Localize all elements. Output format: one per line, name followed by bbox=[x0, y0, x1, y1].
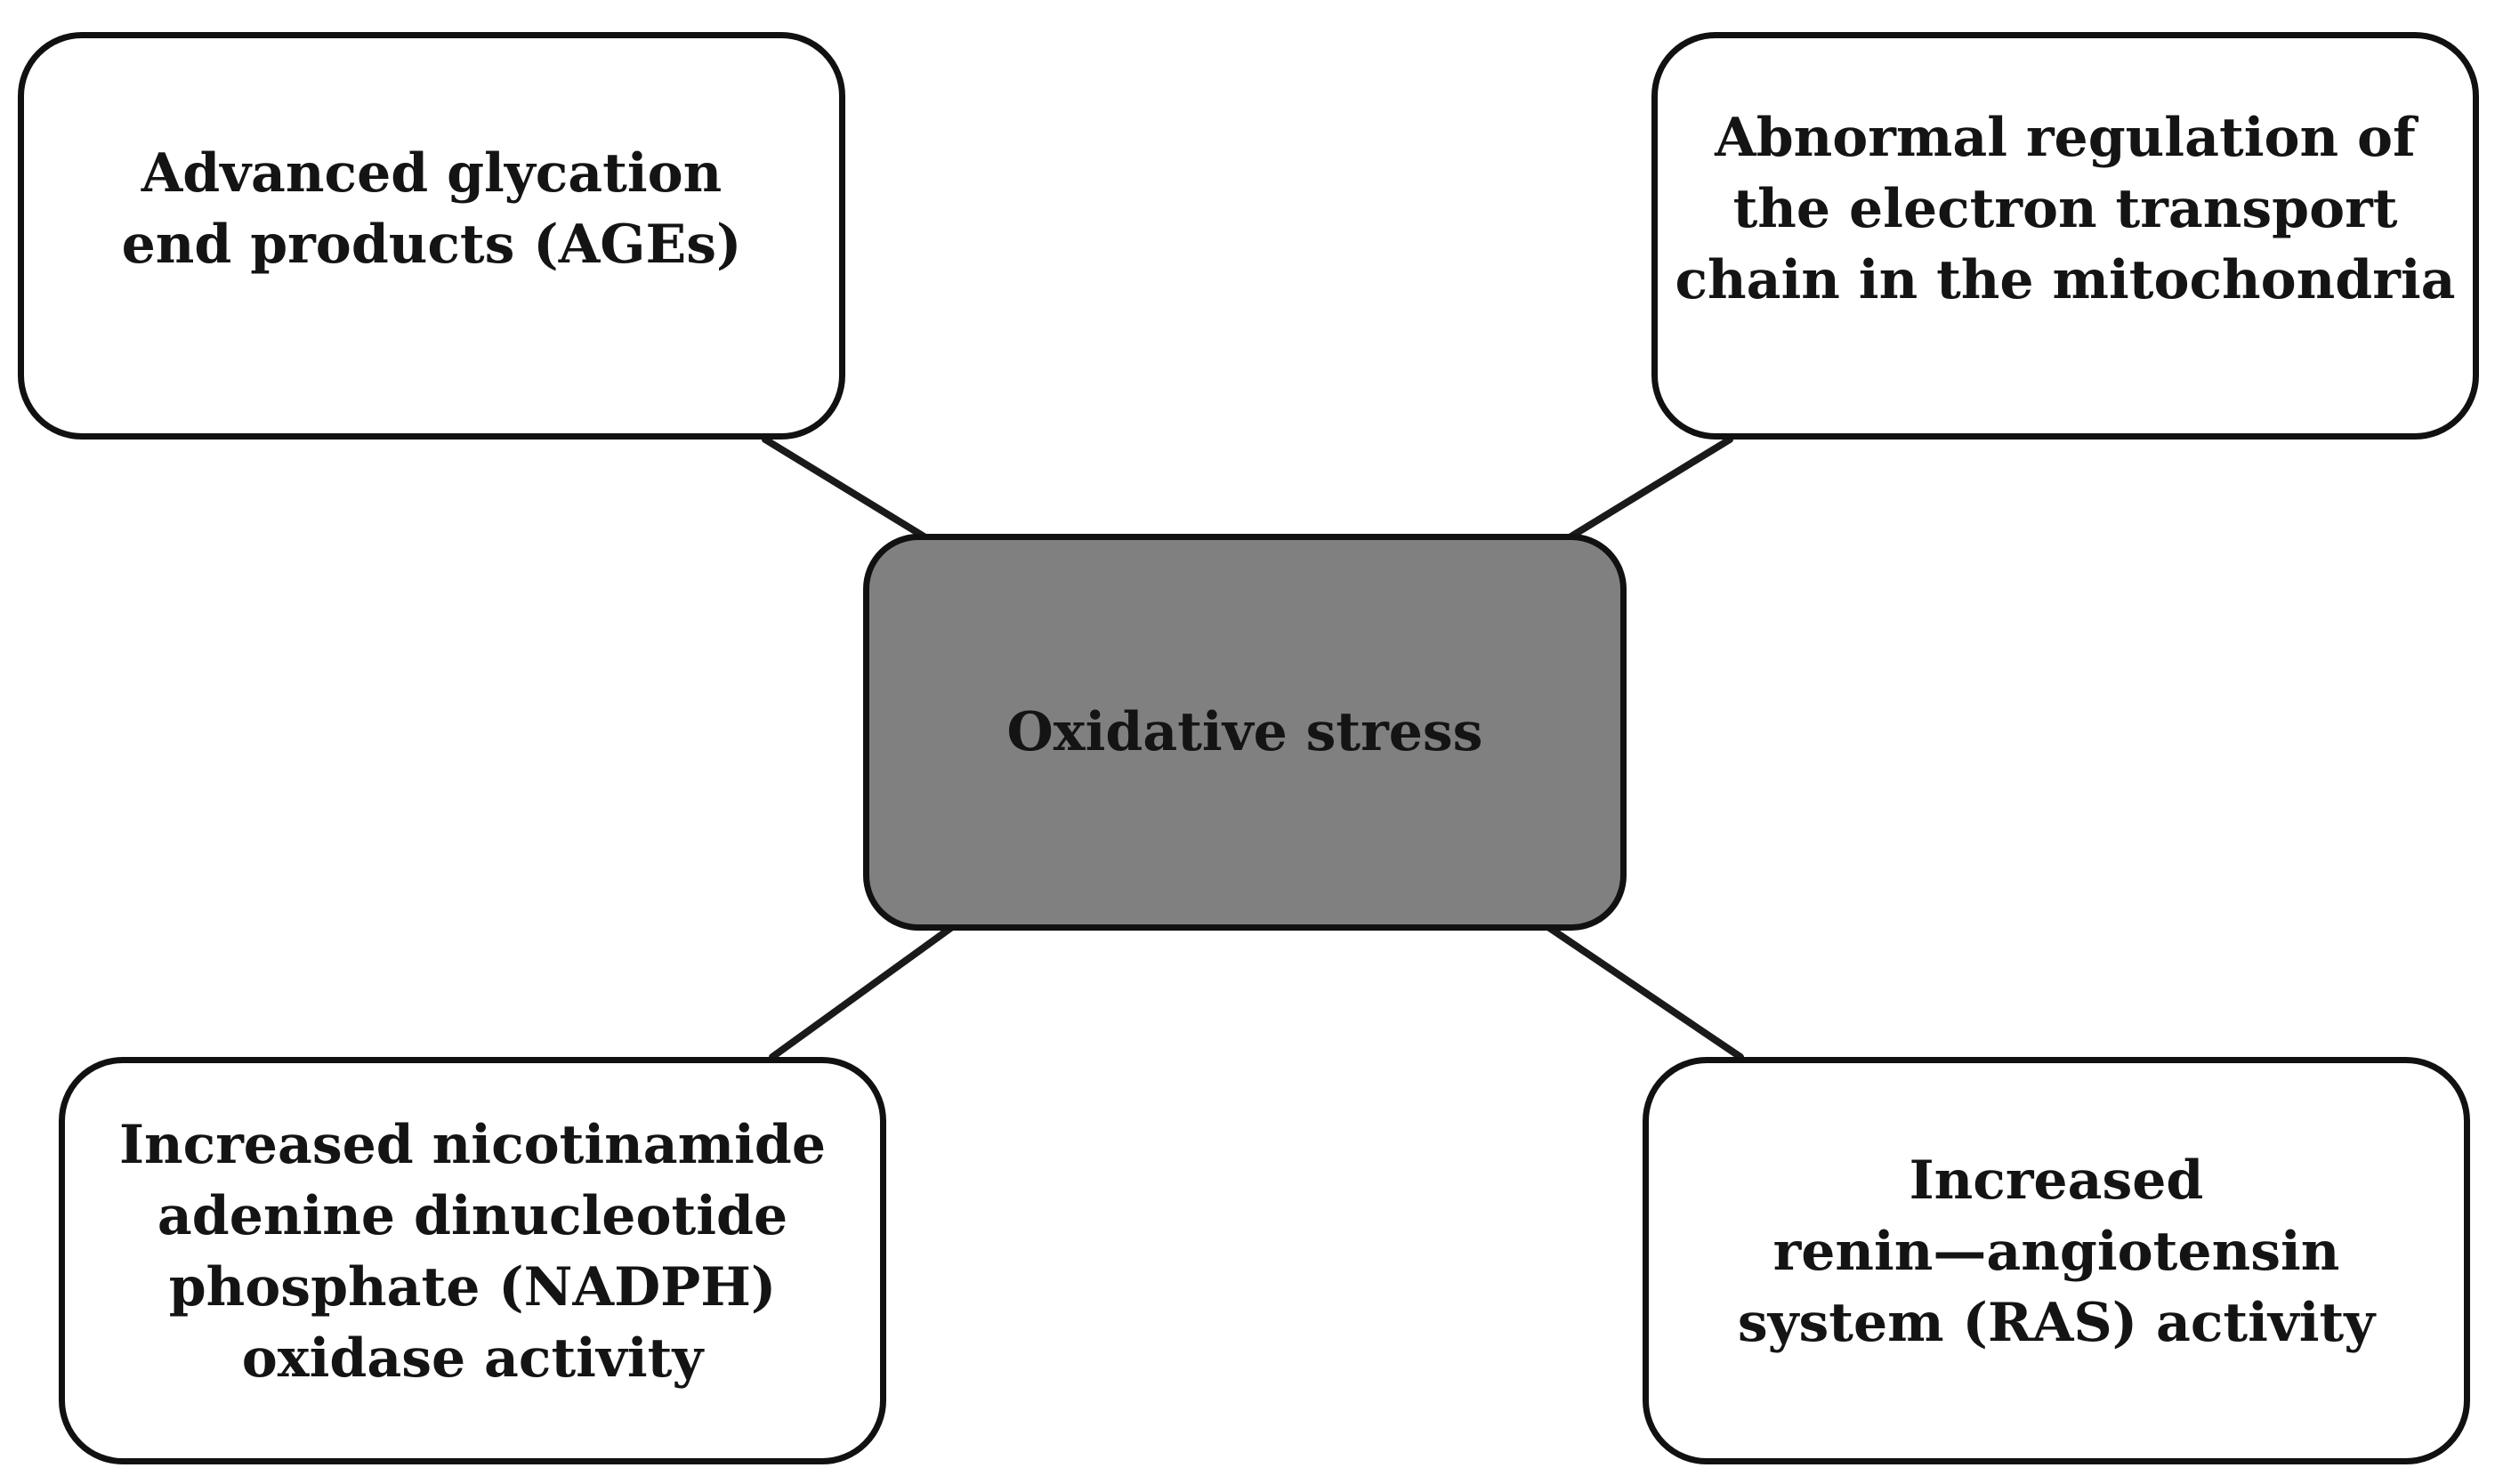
node-line: Advanced glycation bbox=[141, 142, 723, 205]
node-ras-activity-text: Increased renin—angiotensin system (RAS)… bbox=[1738, 1145, 2375, 1359]
connector-top-left bbox=[762, 436, 929, 541]
connector-bottom-right bbox=[1545, 923, 1744, 1061]
node-line: phosphate (NADPH) bbox=[168, 1256, 777, 1319]
node-advanced-glycation: Advanced glycation end products (AGEs) bbox=[18, 32, 845, 440]
node-nadph-oxidase-text: Increased nicotinamide adenine dinucleot… bbox=[119, 1109, 826, 1394]
connector-bottom-left bbox=[769, 923, 956, 1061]
node-line: chain in the mitochondria bbox=[1675, 249, 2456, 311]
node-line: Increased bbox=[1909, 1149, 2204, 1212]
node-nadph-oxidase: Increased nicotinamide adenine dinucleot… bbox=[59, 1057, 886, 1464]
connector-top-right bbox=[1566, 436, 1733, 541]
node-line: the electron transport bbox=[1732, 178, 2398, 240]
node-electron-transport-text: Abnormal regulation of the electron tran… bbox=[1675, 102, 2455, 316]
node-electron-transport: Abnormal regulation of the electron tran… bbox=[1651, 32, 2479, 440]
node-advanced-glycation-text: Advanced glycation end products (AGEs) bbox=[122, 138, 742, 280]
node-line: adenine dinucleotide bbox=[157, 1185, 788, 1247]
node-line: Abnormal regulation of bbox=[1715, 107, 2416, 169]
node-ras-activity: Increased renin—angiotensin system (RAS)… bbox=[1643, 1057, 2470, 1464]
node-line: end products (AGEs) bbox=[121, 214, 742, 276]
center-label: Oxidative stress bbox=[1006, 701, 1483, 763]
node-oxidative-stress: Oxidative stress bbox=[863, 534, 1627, 931]
node-line: system (RAS) activity bbox=[1737, 1292, 2376, 1354]
node-line: oxidase activity bbox=[241, 1327, 704, 1390]
node-line: renin—angiotensin bbox=[1772, 1221, 2340, 1283]
node-line: Increased nicotinamide bbox=[118, 1114, 827, 1176]
